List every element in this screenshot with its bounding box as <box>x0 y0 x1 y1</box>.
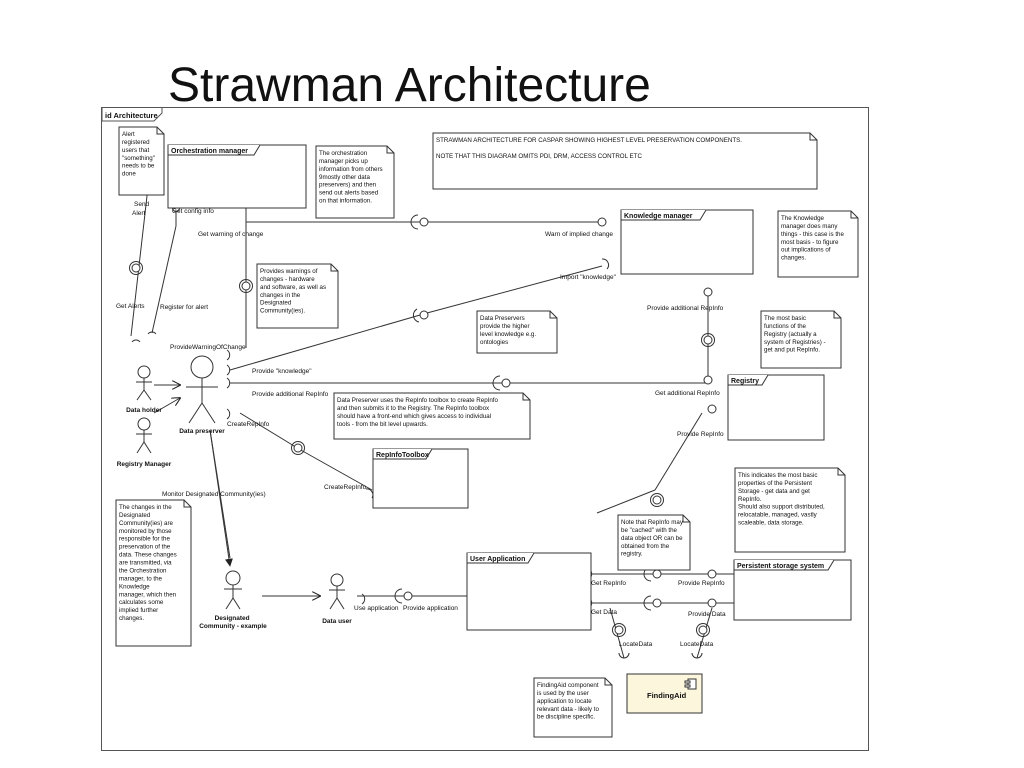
get-repinfo-label: Get RepInfo <box>591 580 626 587</box>
warn-of-implied-change-label: Warn of implied change <box>545 231 613 238</box>
get-alerts-label: Get Alerts <box>116 303 145 310</box>
data-preserver-label: Data preserver <box>179 428 225 435</box>
assembly-connector <box>650 493 664 507</box>
repinfo-toolbox-label: RepInfoToolbox <box>376 452 429 459</box>
knowledge-manager-label: Knowledge manager <box>624 213 693 220</box>
create-repinfo-toolbox-label: CreateRepInfo <box>324 484 367 491</box>
assembly-connector <box>696 623 710 637</box>
data-holder-label: Data holder <box>126 407 162 414</box>
architecture-diagram: id Architecture <box>102 108 859 738</box>
get-warning-of-change-label: Get warning of change <box>198 231 264 238</box>
designated-community-label: Designated Community - example <box>199 615 267 630</box>
user-application-label: User Application <box>470 556 525 563</box>
provide-data-label: Provide Data <box>688 611 726 618</box>
import-knowledge-label: Import "knowledge" <box>560 274 617 281</box>
frame-label-tab <box>102 108 163 122</box>
provide-additional-repinfo-km-label: Provide additional RepInfo <box>647 305 724 312</box>
registry-manager-actor <box>136 417 152 454</box>
registry-component <box>727 374 825 441</box>
register-for-alert-label: Register for alert <box>160 304 208 311</box>
finding-aid-label: FindingAid <box>647 691 687 700</box>
provide-warning-label: ProvideWarningOfChange <box>170 344 246 351</box>
assembly-connector <box>394 588 413 604</box>
note-text: Data Preserver uses the RepInfo toolbox … <box>337 397 499 428</box>
knowledge-manager-component <box>620 209 754 275</box>
locate-data-left-label: LocateData <box>619 641 653 648</box>
provide-knowledge-label: Provide "knowledge" <box>252 368 312 375</box>
get-additional-repinfo-label: Get additional RepInfo <box>655 390 720 397</box>
diagram-frame: id Architecture <box>101 107 869 751</box>
persistent-storage-label: Persistent storage system <box>737 563 824 570</box>
registry-label: Registry <box>731 378 759 385</box>
provide-application-label: Provide application <box>403 605 458 612</box>
monitor-designated-community-label: Monitor Designated Community(ies) <box>162 491 266 498</box>
get-config-info-label: Get config info <box>172 208 214 215</box>
get-data-label: Get Data <box>591 609 617 616</box>
assembly-connector <box>239 279 253 293</box>
data-user-actor <box>329 573 345 610</box>
generalization-arrow-2 <box>153 398 180 414</box>
provide-repinfo-storage-label: Provide RepInfo <box>678 580 725 587</box>
orchestration-manager-label: Orchestration manager <box>171 148 248 155</box>
note-text: STRAWMAN ARCHITECTURE FOR CASPAR SHOWING… <box>436 137 742 160</box>
assembly-connector <box>291 441 305 455</box>
designated-community-actor <box>224 570 242 610</box>
frame-label: id Architecture <box>105 111 158 120</box>
data-preserver-actor <box>186 355 218 424</box>
provide-additional-repinfo-label: Provide additional RepInfo <box>252 391 329 398</box>
assembly-connector <box>410 214 429 230</box>
provide-repinfo-registry-label: Provide RepInfo <box>677 431 724 438</box>
assembly-connector <box>492 375 511 391</box>
note-toolbox: Data Preserver uses the RepInfo toolbox … <box>333 392 531 440</box>
assembly-connector <box>701 333 715 347</box>
use-application-label: Use application <box>354 605 399 612</box>
assembly-connector <box>129 261 143 275</box>
note-strawman: STRAWMAN ARCHITECTURE FOR CASPAR SHOWING… <box>432 132 818 190</box>
user-application-component <box>466 552 592 631</box>
assembly-connector <box>412 308 429 323</box>
send-alert-label: Send Alert <box>132 201 151 217</box>
assembly-connector <box>612 623 626 637</box>
data-user-label: Data user <box>322 618 352 625</box>
data-holder-actor <box>136 365 152 401</box>
monitor-arrow <box>209 429 233 567</box>
assembly-connector <box>643 595 662 611</box>
locate-data-right-label: LocateData <box>680 641 714 648</box>
registry-manager-label: Registry Manager <box>117 461 172 468</box>
create-repinfo-preserver-label: CreateRepInfo <box>227 421 270 428</box>
slide-title: Strawman Architecture <box>168 59 651 112</box>
